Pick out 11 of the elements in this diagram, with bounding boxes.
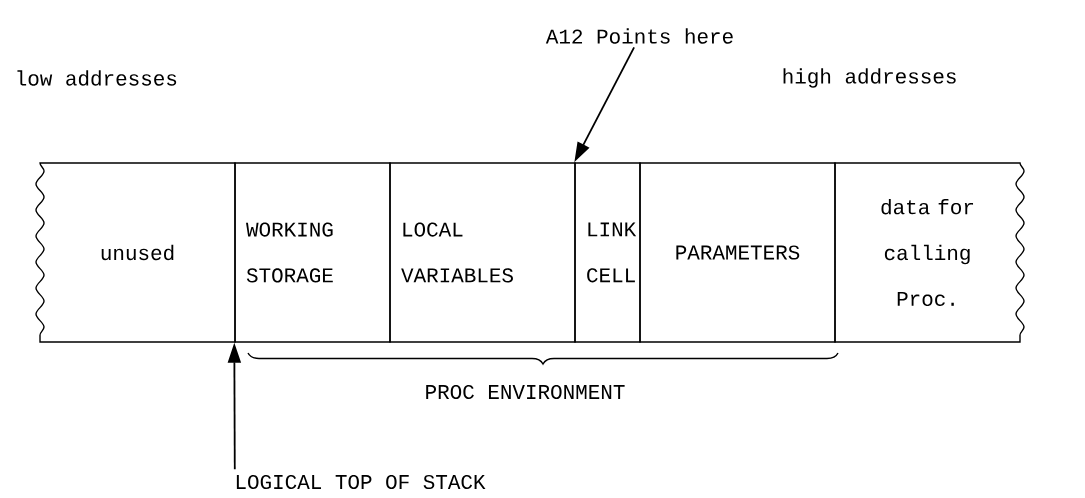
stack-cell: WORKING STORAGE: [234, 162, 391, 343]
label-text: low addresses: [17, 70, 177, 86]
stack-cell: LOCAL VARIABLES: [389, 162, 576, 343]
stack-cell: LINK CELL: [574, 162, 641, 343]
label-text: PROC ENVIRONMENT: [426, 384, 625, 400]
stack-cell: unused: [35, 162, 236, 343]
callout-text: A12 Points here: [545, 28, 733, 44]
label-text: high addresses: [783, 68, 956, 88]
callout-text: LOGICAL TOP OF STACK: [236, 474, 486, 490]
stack-cell: PARAMETERS: [639, 162, 836, 343]
stack-cell: data for calling Proc.: [834, 162, 1025, 343]
